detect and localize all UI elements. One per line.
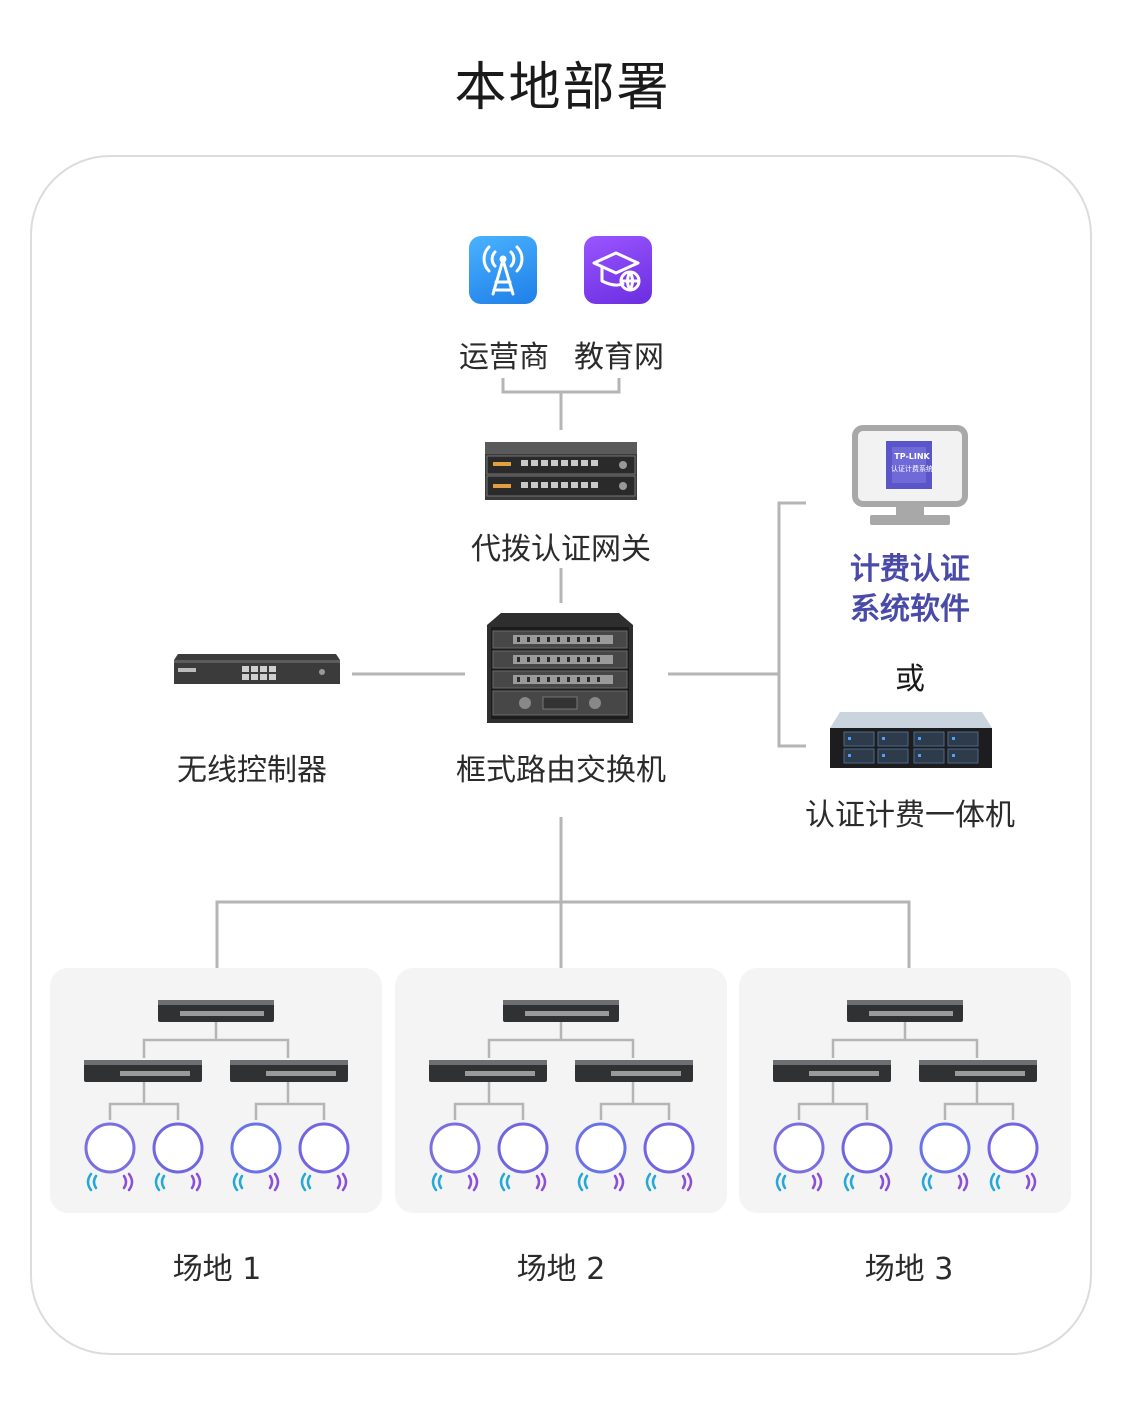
signal-tower-icon — [469, 236, 537, 304]
wireless-controller-device — [174, 654, 340, 684]
billing-software-line2: 系统软件 — [850, 592, 970, 627]
site-label-3: 场地 3 — [864, 1252, 954, 1287]
site-label-1: 场地 1 — [172, 1252, 262, 1287]
site-panel-3 — [739, 968, 1071, 1213]
auth-gateway-device — [485, 442, 637, 500]
core-chassis-switch — [487, 613, 633, 723]
billing-appliance-label: 认证计费一体机 — [805, 798, 1015, 833]
edu-network-label: 教育网 — [574, 340, 664, 375]
site-panel-2 — [395, 968, 727, 1213]
screen-text: 认证计费系统 — [891, 465, 933, 473]
deployment-frame — [30, 155, 1092, 1355]
site-topology — [84, 1000, 350, 1192]
or-label: 或 — [895, 662, 925, 697]
site-label-2: 场地 2 — [516, 1252, 606, 1287]
wireless-controller-label: 无线控制器 — [177, 753, 327, 788]
core-switch-label: 框式路由交换机 — [456, 753, 666, 788]
graduation-globe-icon — [584, 236, 652, 304]
screen-brand: TP-LINK — [894, 452, 930, 461]
carrier-label: 运营商 — [459, 340, 549, 375]
auth-gateway-label: 代拨认证网关 — [471, 532, 651, 567]
site-panel-1 — [50, 968, 382, 1213]
billing-software-line1: 计费认证 — [850, 552, 970, 587]
page-title: 本地部署 — [454, 58, 671, 118]
monitor-icon — [852, 425, 968, 525]
site-topology — [429, 1000, 695, 1192]
site-topology — [773, 1000, 1039, 1192]
billing-appliance-server — [830, 712, 992, 768]
